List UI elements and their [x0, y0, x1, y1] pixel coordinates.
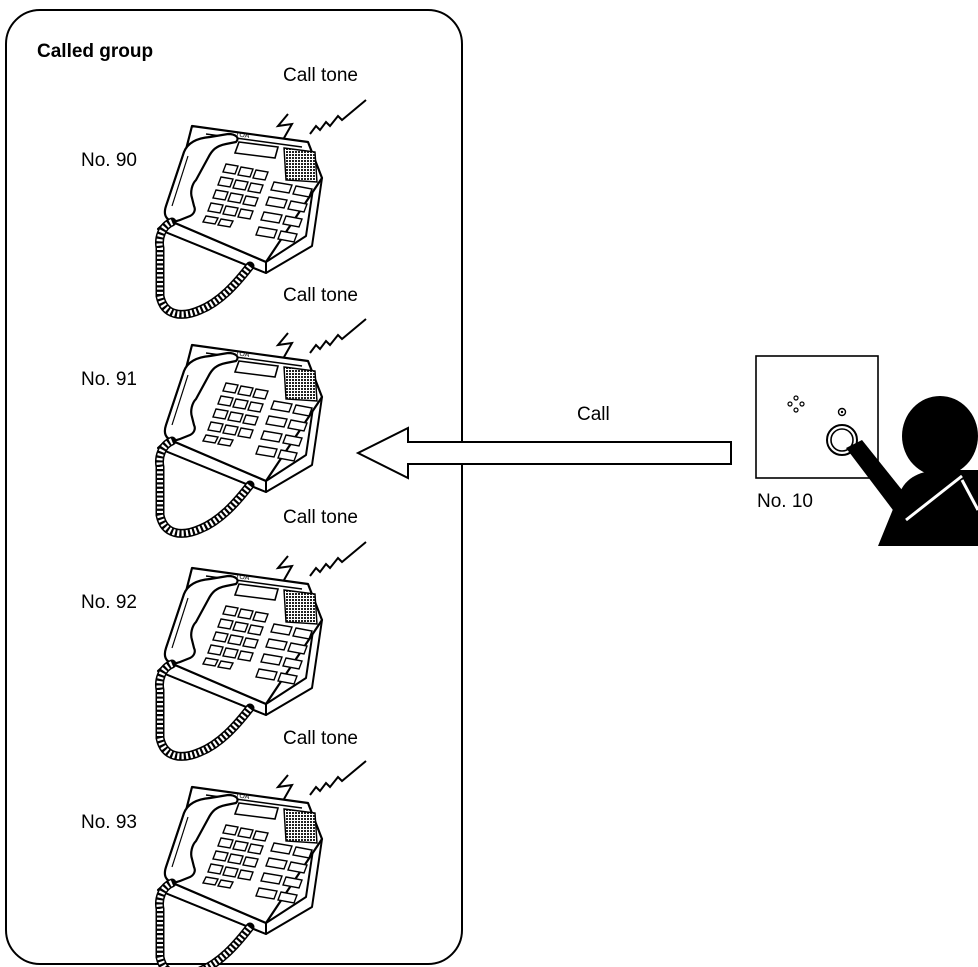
call-tone-label-93: Call tone — [283, 728, 358, 749]
brand-logo: TOA — [235, 131, 250, 140]
brand-logo: TOA — [235, 350, 250, 359]
caller-person — [846, 396, 978, 546]
person-body — [878, 470, 978, 546]
station-phone-91: TOA — [158, 319, 366, 533]
call-label: Call — [577, 404, 610, 425]
station-number-90: No. 90 — [81, 150, 137, 171]
group-title: Called group — [37, 41, 154, 62]
called-group-frame — [5, 9, 463, 965]
caller-number: No. 10 — [757, 491, 813, 512]
station-phone-90: TOA — [158, 100, 366, 314]
station-number-92: No. 92 — [81, 592, 137, 613]
call-tone-label-92: Call tone — [283, 507, 358, 528]
call-tone-label-90: Call tone — [283, 65, 358, 86]
station-number-91: No. 91 — [81, 369, 137, 390]
person-head — [902, 396, 978, 476]
call-tone-label-91: Call tone — [283, 285, 358, 306]
station-phone-93: TOA — [158, 761, 366, 967]
call-arrow — [355, 426, 732, 480]
station-phone-92: TOA — [158, 542, 366, 756]
brand-logo: TOA — [235, 573, 250, 582]
brand-logo: TOA — [235, 792, 250, 801]
person-arm — [846, 440, 918, 522]
speaker-holes — [787, 395, 805, 413]
station-number-93: No. 93 — [81, 812, 137, 833]
